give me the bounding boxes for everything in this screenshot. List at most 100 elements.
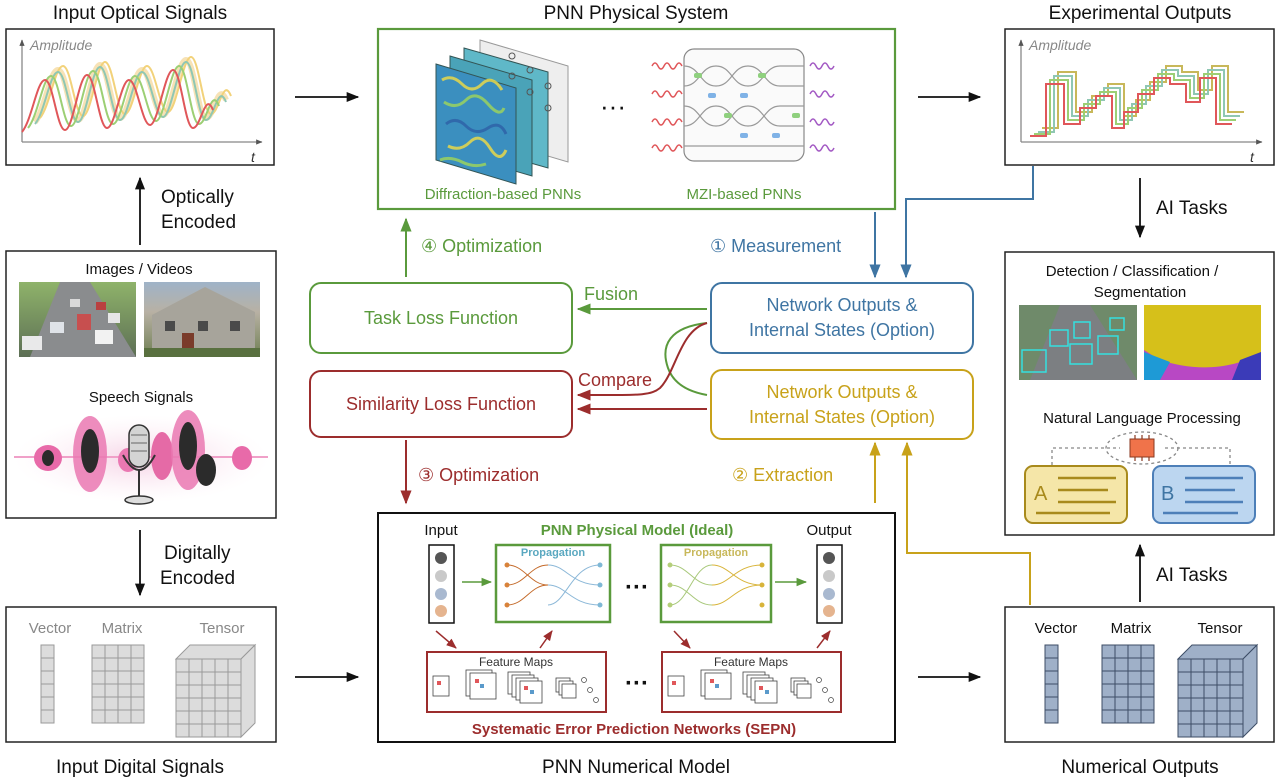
matrix-cell <box>1114 670 1129 685</box>
tensor-cell <box>175 671 190 686</box>
tensor-cell <box>1203 658 1218 673</box>
propagation-ellipsis: ··· <box>625 574 649 601</box>
tensor-cell <box>214 671 229 686</box>
detection-label-1: Detection / Classification / <box>1046 263 1219 280</box>
sepn-arrow-4 <box>816 630 831 649</box>
tensor-cell <box>188 697 203 712</box>
input-label: Input <box>424 522 458 539</box>
tensor-cell <box>175 658 190 673</box>
tensor-cell <box>1177 723 1192 738</box>
nlp-illustration: A B <box>1024 431 1256 524</box>
input-digital-panel: Vector Matrix Tensor <box>5 606 277 743</box>
matrix-cell <box>91 709 106 724</box>
tensor-cell <box>214 697 229 712</box>
tensor-cell <box>214 684 229 699</box>
digitally-label-2: Encoded <box>160 568 235 589</box>
matrix-cell <box>117 696 132 711</box>
amplitude-label: Amplitude <box>29 37 92 53</box>
tensor-cell <box>214 710 229 725</box>
matrix-cell <box>91 644 106 659</box>
sepn-arrow-2 <box>539 630 553 649</box>
tensor-cell <box>1177 684 1192 699</box>
tensor-label-input: Tensor <box>199 620 244 637</box>
matrix-cell <box>117 670 132 685</box>
matrix-cell <box>1127 657 1142 672</box>
tensor-cell <box>175 710 190 725</box>
mzi-pnn-label: MZI-based PNNs <box>686 186 801 203</box>
matrix-cell <box>104 683 119 698</box>
matrix-cell <box>1140 644 1155 659</box>
matrix-cell <box>1140 709 1155 724</box>
matrix-cell <box>104 657 119 672</box>
matrix-cell <box>1101 709 1116 724</box>
vector-cell <box>1044 683 1059 698</box>
experimental-feedback-arrow <box>900 166 1034 279</box>
tensor-cell <box>227 710 242 725</box>
doc-a-letter: A <box>1034 483 1048 505</box>
matrix-cell <box>91 657 106 672</box>
time-label: t <box>251 149 256 165</box>
optically-label-1: Optically <box>161 187 234 208</box>
input-media-panel: Images / Videos Speech Signals <box>5 250 277 519</box>
tensor-side <box>240 643 256 739</box>
sepn-ellipsis: ··· <box>625 670 649 697</box>
tensor-cell <box>201 671 216 686</box>
vector-cell <box>40 683 55 698</box>
tensor-cell <box>1216 723 1231 738</box>
network-outputs-extracted-box: Network Outputs & Internal States (Optio… <box>710 369 974 440</box>
propagation-block-2: Propagation <box>659 543 773 624</box>
matrix-cell <box>117 683 132 698</box>
tensor-cell <box>1229 723 1244 738</box>
matrix-cell <box>1114 709 1129 724</box>
net-out-2-line1: Network Outputs & <box>766 381 918 402</box>
net-out-1-line1: Network Outputs & <box>766 295 918 315</box>
tensor-cell <box>1190 684 1205 699</box>
similarity-loss-label: Similarity Loss Function <box>345 393 537 414</box>
numerical-feedback-arrow <box>901 441 1031 605</box>
matrix-cell <box>1127 696 1142 711</box>
vector-label-input: Vector <box>29 620 72 637</box>
tensor-cell <box>227 684 242 699</box>
sepn-arrow-3 <box>673 630 691 649</box>
propagation-label-2: Propagation <box>684 547 748 559</box>
tensor-cell <box>1216 684 1231 699</box>
vector-cell <box>1044 670 1059 685</box>
sepn-block-2: Feature Maps <box>661 651 842 713</box>
vector-cell <box>1044 709 1059 724</box>
matrix-cell <box>1140 657 1155 672</box>
doc-b-letter: B <box>1161 483 1174 505</box>
net-out-2-line2: Internal States (Option) <box>748 406 936 427</box>
tensor-cell <box>227 671 242 686</box>
feedback-loop <box>400 166 1034 605</box>
input-digital-grids <box>40 643 257 739</box>
matrix-cell <box>130 696 145 711</box>
optimization-3-label: ③ Optimization <box>418 465 539 485</box>
pnn-physical-caption: PNN Physical System <box>544 3 729 24</box>
matrix-cell <box>130 709 145 724</box>
tensor-cell <box>214 658 229 673</box>
tensor-cell <box>1216 658 1231 673</box>
matrix-cell <box>1140 670 1155 685</box>
matrix-cell <box>1114 657 1129 672</box>
tensor-cell <box>175 684 190 699</box>
vector-cell <box>40 644 55 659</box>
network-outputs-measured-box: Network Outputs & Internal States (Optio… <box>710 282 974 354</box>
matrix-cell <box>91 696 106 711</box>
tensor-cell <box>188 671 203 686</box>
speech-signals-label: Speech Signals <box>89 389 193 406</box>
matrix-cell <box>1127 683 1142 698</box>
tensor-cell <box>201 723 216 738</box>
matrix-cell <box>1101 696 1116 711</box>
physical-ellipsis: ··· <box>600 91 626 121</box>
matrix-cell <box>117 709 132 724</box>
measurement-1-label: ① Measurement <box>710 236 841 256</box>
tensor-cell <box>1203 710 1218 725</box>
input-digital-caption: Input Digital Signals <box>56 757 224 778</box>
compare-label: Compare <box>578 370 652 390</box>
optimization-4-label: ④ Optimization <box>421 236 542 256</box>
pnn-numerical-caption: PNN Numerical Model <box>542 757 730 778</box>
tensor-cell <box>175 697 190 712</box>
tensor-cell <box>1190 671 1205 686</box>
tensor-cell <box>1190 710 1205 725</box>
matrix-cell <box>1127 670 1142 685</box>
